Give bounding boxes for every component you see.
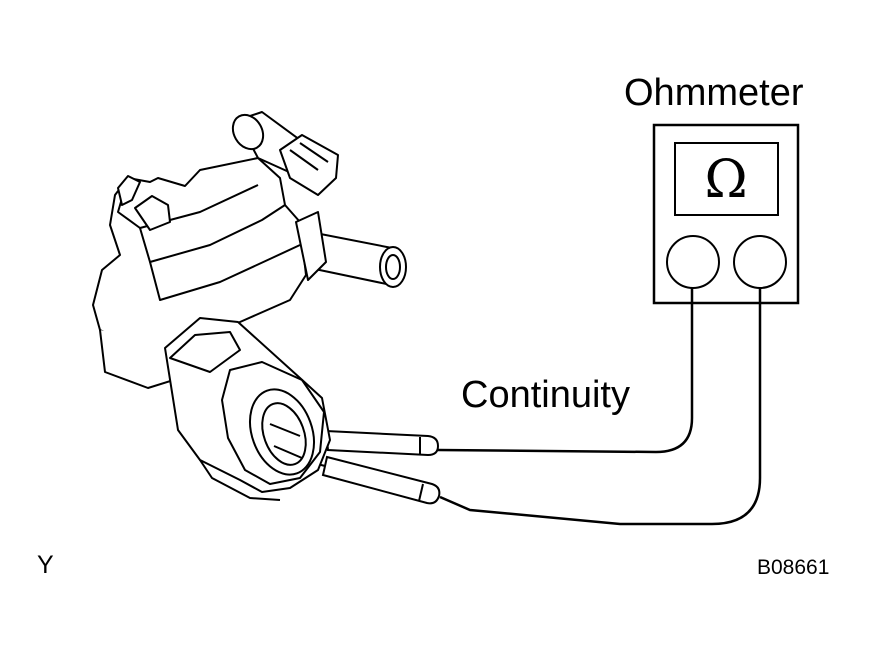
test-lead-lower-wire	[439, 288, 762, 526]
mounting-clip	[134, 195, 171, 231]
ohmmeter-display	[674, 142, 779, 216]
mounting-tab	[117, 175, 141, 206]
figure-code-label: B08661	[757, 556, 830, 579]
ohmmeter: Ω	[652, 123, 800, 305]
continuity-label: Continuity	[461, 374, 630, 416]
probe-lower-grip	[418, 483, 424, 502]
connector-latch	[169, 331, 241, 373]
test-leads	[437, 288, 762, 526]
vsv-valve	[92, 111, 407, 501]
valve-housing-edge-2	[139, 204, 286, 263]
connector-base	[199, 459, 281, 501]
probe-lower	[321, 455, 441, 505]
view-indicator-label: Y	[37, 551, 54, 579]
upper-pipe-end	[231, 113, 265, 151]
ohmmeter-terminal-left	[666, 235, 720, 289]
probe-upper	[324, 429, 440, 457]
upper-pipe-rib-2	[299, 142, 329, 163]
upper-pipe-collar	[279, 134, 339, 196]
ohmmeter-label: Ohmmeter	[624, 72, 804, 114]
upper-pipe-rib	[289, 149, 319, 171]
ohmmeter-omega-symbol: Ω	[704, 150, 747, 210]
right-pipe-collar	[295, 211, 327, 281]
connector-socket-inner	[261, 402, 307, 466]
test-lead-upper-wire	[437, 288, 694, 454]
right-pipe-end-inner	[385, 254, 401, 280]
ohmmeter-terminal-right	[733, 235, 787, 289]
connector-terminal-upper	[269, 423, 301, 437]
connector-terminal-lower	[273, 445, 303, 459]
valve-housing-edge-3	[149, 244, 301, 301]
